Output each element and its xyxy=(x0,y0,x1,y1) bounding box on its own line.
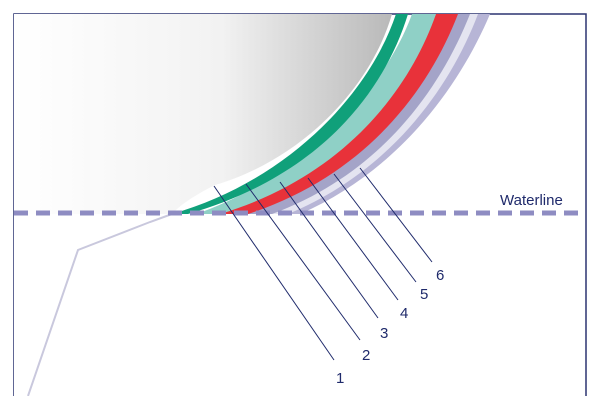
leader-line-3 xyxy=(279,181,379,319)
layer-number-2: 2 xyxy=(362,347,370,364)
layer-number-4: 4 xyxy=(400,305,408,322)
leader-line-5 xyxy=(333,173,417,283)
leader-line-1 xyxy=(213,185,335,361)
coating-layer-3 xyxy=(216,14,458,214)
layer-number-3: 3 xyxy=(380,325,388,342)
leader-line-2 xyxy=(245,183,361,341)
coating-layer-2 xyxy=(196,14,436,214)
leader-line-4 xyxy=(307,177,399,301)
keel-outline xyxy=(27,213,173,396)
layer-number-1: 1 xyxy=(336,370,344,387)
hull-below-waterline xyxy=(14,214,172,396)
waterline-label: Waterline xyxy=(500,192,563,209)
leader-line-6 xyxy=(359,167,433,263)
layer-number-6: 6 xyxy=(436,267,444,284)
hull-body xyxy=(14,14,392,214)
layer-number-5: 5 xyxy=(420,286,428,303)
